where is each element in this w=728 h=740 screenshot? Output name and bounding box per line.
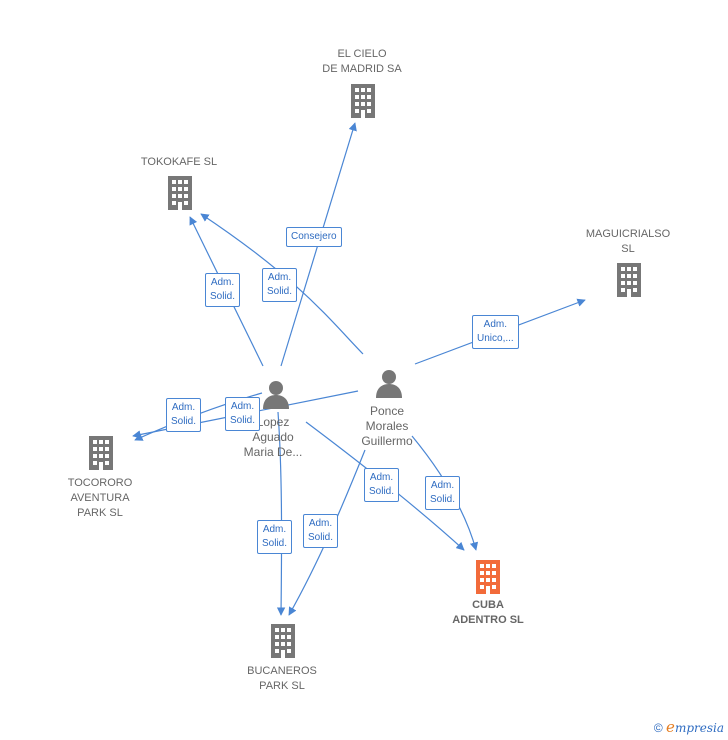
building-icon[interactable] <box>89 436 113 470</box>
brand-footer: © empresia <box>654 718 724 736</box>
company-label-maguicrialso[interactable]: MAGUICRIALSO SL <box>585 228 671 255</box>
edge-label-adm-solid: Adm. Solid. <box>257 520 293 554</box>
brand-logo-text: mpresia <box>674 721 724 735</box>
company-label-tokokafe[interactable]: TOKOKAFE SL <box>140 156 218 168</box>
edge-label-adm-solid: Adm. Solid. <box>425 476 461 510</box>
building-icon[interactable] <box>271 624 295 658</box>
edge-label-adm-solid: Adm. Solid. <box>205 273 241 307</box>
person-label-lopez[interactable]: Lopez Aguado Maria De... <box>243 415 303 459</box>
edge-ponce-tokokafe <box>200 213 364 355</box>
company-label-cuba[interactable]: CUBA ADENTRO SL <box>452 599 524 626</box>
company-label-bucaneros[interactable]: BUCANEROS PARK SL <box>247 665 317 692</box>
person-icon[interactable] <box>376 370 402 398</box>
brand-logo-e: e <box>666 718 675 736</box>
edge-label-adm-solid: Adm. Solid. <box>364 468 400 502</box>
company-label-el-cielo[interactable]: EL CIELO DE MADRID SA <box>322 48 402 75</box>
edge-label-adm-solid: Adm. Solid. <box>303 514 339 548</box>
edge-label-consejero: Consejero <box>286 227 342 247</box>
edge-label-adm-unico: Adm. Unico,... <box>472 315 519 349</box>
person-icon[interactable] <box>263 381 289 409</box>
building-icon[interactable] <box>351 84 375 118</box>
building-icon-main[interactable] <box>476 560 500 594</box>
edge-lopez-bucaneros <box>276 411 286 616</box>
company-label-tocororo[interactable]: TOCORORO AVENTURA PARK SL <box>67 477 133 519</box>
edge-label-adm-solid: Adm. Solid. <box>262 268 298 302</box>
edge-label-adm-solid: Adm. Solid. <box>166 398 202 432</box>
edge-label-adm-solid: Adm. Solid. <box>225 397 261 431</box>
building-icon[interactable] <box>617 263 641 297</box>
copyright-icon: © <box>653 721 663 735</box>
building-icon[interactable] <box>168 176 192 210</box>
person-label-ponce[interactable]: Ponce Morales Guillermo <box>361 404 413 448</box>
